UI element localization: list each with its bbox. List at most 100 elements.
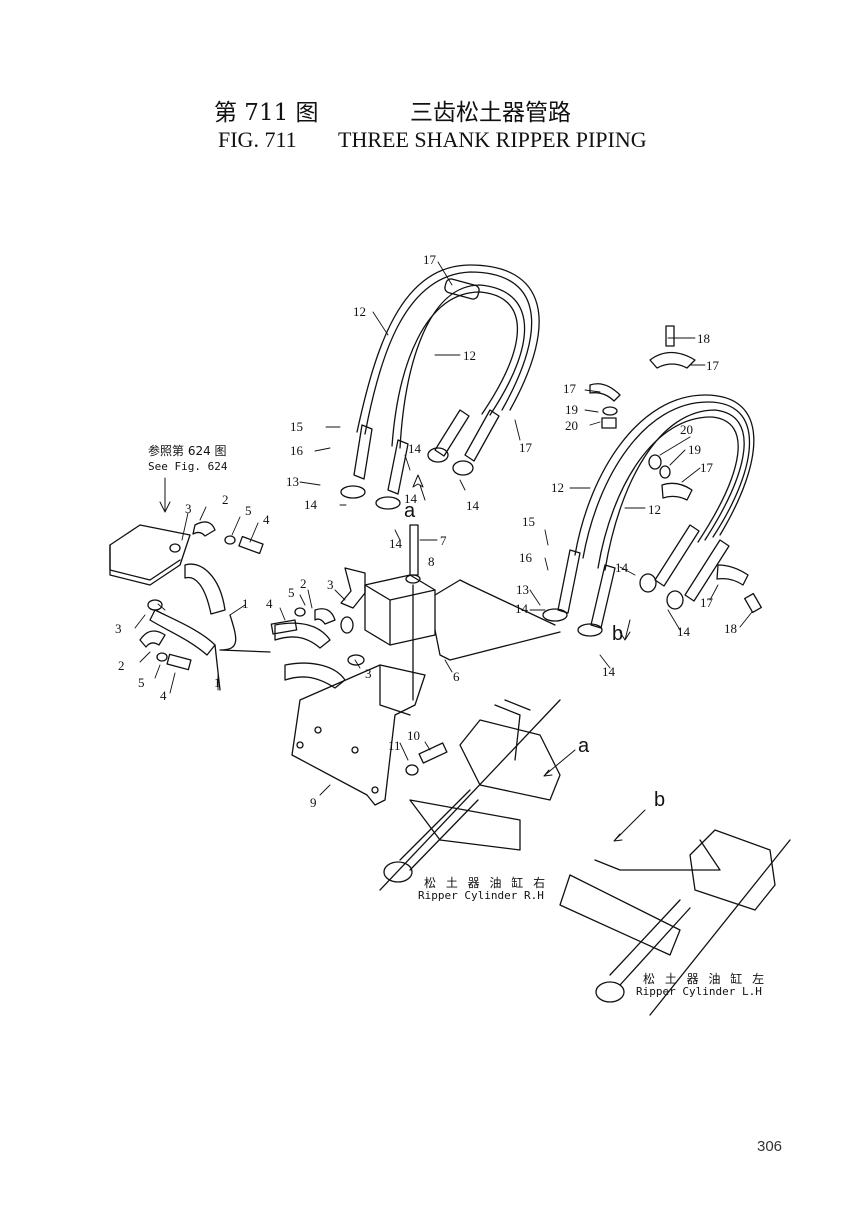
hose-12-right-inner — [604, 409, 745, 571]
callout-14-d: 14 — [389, 536, 403, 551]
bolt-18-lower — [744, 592, 762, 614]
callout-15-right: 15 — [522, 514, 535, 529]
elbow-3-top — [340, 567, 366, 609]
cylinder-rh-eye — [383, 861, 413, 883]
washer-19-right — [659, 465, 671, 479]
hose-12-right-outer2 — [582, 401, 750, 559]
bracket-hole-4 — [371, 786, 379, 794]
elbow-2-mid — [314, 608, 336, 625]
callout-17-right-low: 17 — [700, 460, 714, 475]
callout-16-right: 16 — [519, 550, 533, 565]
callout-17-right-top: 17 — [706, 358, 720, 373]
callout-14-e: 14 — [602, 664, 616, 679]
callout-10: 10 — [407, 728, 420, 743]
oring-3-left — [147, 599, 163, 611]
callout-2-top: 2 — [222, 492, 229, 507]
hose-end-left-1 — [353, 424, 373, 480]
bolt-4-top — [238, 535, 264, 555]
washer-11 — [405, 764, 419, 776]
callout-13-left: 13 — [286, 474, 299, 489]
hose-1-line — [214, 614, 271, 691]
callout-3-mid: 3 — [327, 577, 334, 592]
callout-15-left: 15 — [290, 419, 303, 434]
cylinder-lh-axis — [649, 839, 791, 1016]
callout-19-right: 19 — [688, 442, 701, 457]
callout-9: 9 — [310, 795, 317, 810]
arrow-ref-624 — [159, 477, 171, 513]
arrow-b-cyl — [613, 809, 646, 842]
callout-12-left: 12 — [353, 304, 366, 319]
cylinder-rh-caption-cn: 松 土 器 油 缸 右 — [424, 875, 548, 890]
hose-end-right-3 — [654, 524, 700, 587]
cylinder-lh-pipe-2 — [594, 839, 721, 871]
leader-lines — [134, 261, 753, 796]
hose-1-mid-2 — [284, 662, 346, 689]
hose-12-left-inner — [399, 284, 526, 449]
bolt-7 — [409, 524, 419, 576]
callout-12-right-b: 12 — [648, 502, 661, 517]
nut-20 — [601, 417, 617, 429]
callout-20-right: 20 — [680, 422, 693, 437]
hose-end-left-4 — [464, 409, 500, 462]
flange-left-1 — [340, 485, 366, 499]
callout-14-b: 14 — [466, 498, 480, 513]
washer-8 — [405, 574, 421, 584]
callout-4-mid: 4 — [266, 596, 273, 611]
cylinder-rh-body — [459, 719, 561, 801]
callout-20-top: 20 — [565, 418, 578, 433]
clamp-17-lower — [716, 564, 749, 586]
view-b-label-top: b — [612, 623, 623, 645]
elbow-2-top — [192, 521, 216, 537]
figure-number-en: FIG. 711 — [218, 127, 297, 152]
callout-6: 6 — [453, 669, 460, 684]
washer-5-top — [224, 535, 236, 545]
view-b-label-cyl: b — [654, 789, 665, 811]
cylinder-rh-axis — [379, 699, 561, 891]
callout-5-top: 5 — [245, 503, 252, 518]
washer-5-left — [156, 652, 168, 662]
flange-right-1 — [542, 608, 568, 622]
figure-title-en: THREE SHANK RIPPER PIPING — [338, 127, 647, 152]
cylinder-lh-pipe-1 — [559, 874, 681, 956]
callout-17-top: 17 — [423, 252, 437, 267]
manifold-6 — [364, 574, 436, 646]
bracket-9 — [291, 664, 426, 806]
callout-17-mid: 17 — [519, 440, 533, 455]
bracket-hole-2 — [314, 726, 322, 734]
oring-3-top — [169, 543, 181, 553]
bolt-10 — [418, 742, 448, 764]
bolt-4-left — [166, 653, 192, 671]
cylinder-lh-eye — [595, 981, 625, 1003]
oring-3-lower — [347, 654, 365, 666]
elbow-2-left — [139, 630, 166, 648]
callout-1-top: 1 — [242, 596, 249, 611]
hose-end-left-3 — [434, 409, 470, 457]
callout-14-right-a: 14 — [515, 601, 529, 616]
callout-1-bottom: 1 — [214, 675, 221, 690]
cylinder-lh-rod — [609, 899, 691, 986]
callout-3-left: 3 — [115, 621, 122, 636]
callout-12-mid: 12 — [463, 348, 476, 363]
valve-block-ref-2 — [109, 544, 181, 581]
callout-8: 8 — [428, 554, 435, 569]
clamp-17-upper — [649, 351, 696, 369]
callout-14-c: 14 — [304, 497, 318, 512]
hose-1-upper — [184, 563, 226, 615]
hose-1-lower — [149, 609, 216, 656]
callout-5-left: 5 — [138, 675, 145, 690]
flange-left-2 — [375, 496, 401, 510]
hose-12-right-outer — [574, 394, 755, 556]
flange-right-3 — [639, 573, 657, 593]
callout-19-top: 19 — [565, 402, 578, 417]
page-number: 306 — [757, 1138, 783, 1155]
callout-4-top: 4 — [263, 512, 270, 527]
bolt-18-top — [665, 325, 675, 347]
cylinder-rh-rod — [399, 789, 479, 871]
hose-1-mid-1 — [274, 622, 331, 649]
callout-3-top: 3 — [185, 501, 192, 516]
hose-end-right-4 — [684, 539, 730, 602]
figure-number-cn: 第 711 图 — [214, 100, 319, 126]
pipe-6-lower — [434, 629, 561, 661]
callout-18-top: 18 — [697, 331, 710, 346]
